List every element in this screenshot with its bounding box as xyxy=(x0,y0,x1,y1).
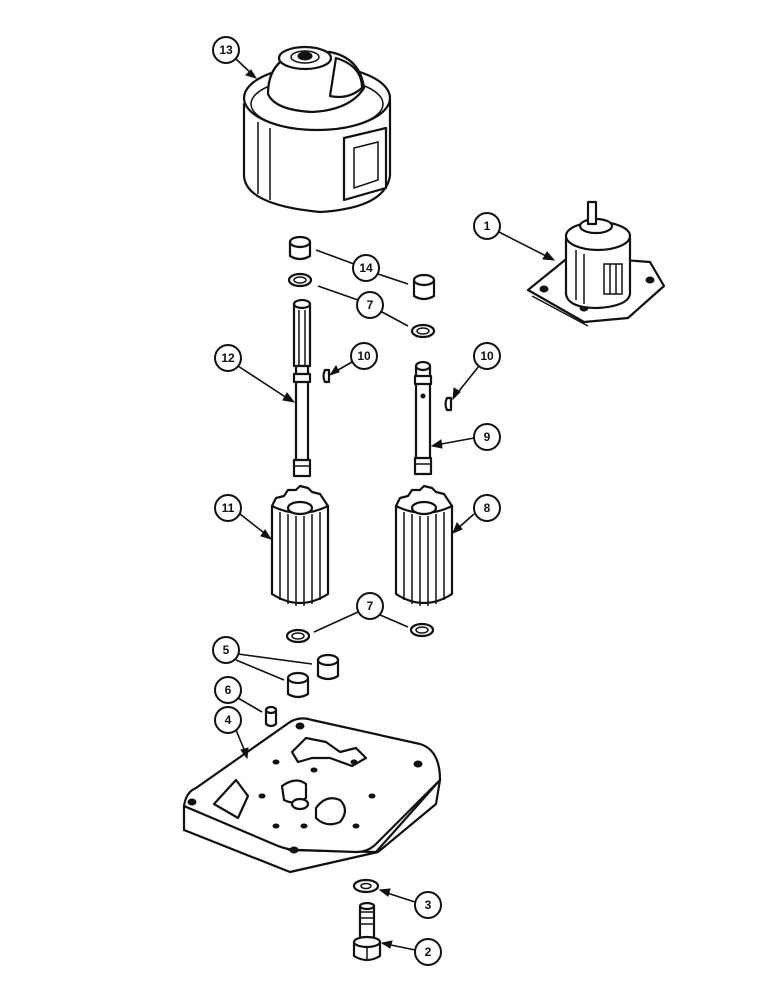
callout-8-label: 8 xyxy=(484,501,491,515)
callout-14-label: 14 xyxy=(359,261,373,275)
callout-6-label: 6 xyxy=(225,683,232,697)
bushing-icon xyxy=(288,235,436,301)
callout-11: 11 xyxy=(214,494,242,522)
drive-shaft-icon xyxy=(292,298,312,478)
callout-9-label: 9 xyxy=(484,430,491,444)
callout-1: 1 xyxy=(473,212,501,240)
callout-11-label: 11 xyxy=(222,501,235,515)
cover-plate-icon xyxy=(182,717,442,874)
idler-shaft-icon xyxy=(413,360,433,476)
snap-ring-icon xyxy=(287,272,436,339)
bolt-icon xyxy=(352,901,382,962)
callout-12: 12 xyxy=(214,344,242,372)
callout-7-lower: 7 xyxy=(356,592,384,620)
callout-13-label: 13 xyxy=(219,43,233,57)
dowel-pin-icon xyxy=(264,705,278,728)
callout-2: 2 xyxy=(414,938,442,966)
callout-3: 3 xyxy=(414,891,442,919)
snap-ring-icon xyxy=(285,622,435,644)
callout-10-right: 10 xyxy=(473,342,501,370)
bushing-icon xyxy=(286,653,340,699)
callout-7-upper: 7 xyxy=(356,291,384,319)
callout-9: 9 xyxy=(473,423,501,451)
callout-4-label: 4 xyxy=(225,713,232,727)
callout-6: 6 xyxy=(214,676,242,704)
callout-1-label: 1 xyxy=(484,219,491,233)
callout-8: 8 xyxy=(473,494,501,522)
pump-assembly-icon xyxy=(526,200,666,327)
washer-icon xyxy=(352,878,380,894)
callout-5-label: 5 xyxy=(223,643,230,657)
callout-14: 14 xyxy=(352,254,380,282)
idler-gear-icon xyxy=(394,484,454,606)
callout-4: 4 xyxy=(214,706,242,734)
pump-housing-icon xyxy=(242,45,392,214)
callout-3-label: 3 xyxy=(425,898,432,912)
callout-2-label: 2 xyxy=(425,945,432,959)
callout-5: 5 xyxy=(212,636,240,664)
drive-gear-icon xyxy=(270,484,330,606)
callout-10-right-label: 10 xyxy=(480,349,494,363)
callout-7-lower-label: 7 xyxy=(367,599,374,613)
callout-10-left: 10 xyxy=(350,342,378,370)
callout-10-left-label: 10 xyxy=(357,349,371,363)
callout-12-label: 12 xyxy=(221,351,235,365)
callout-13: 13 xyxy=(212,36,240,64)
callout-7-upper-label: 7 xyxy=(367,298,374,312)
woodruff-key-icon xyxy=(322,368,453,412)
